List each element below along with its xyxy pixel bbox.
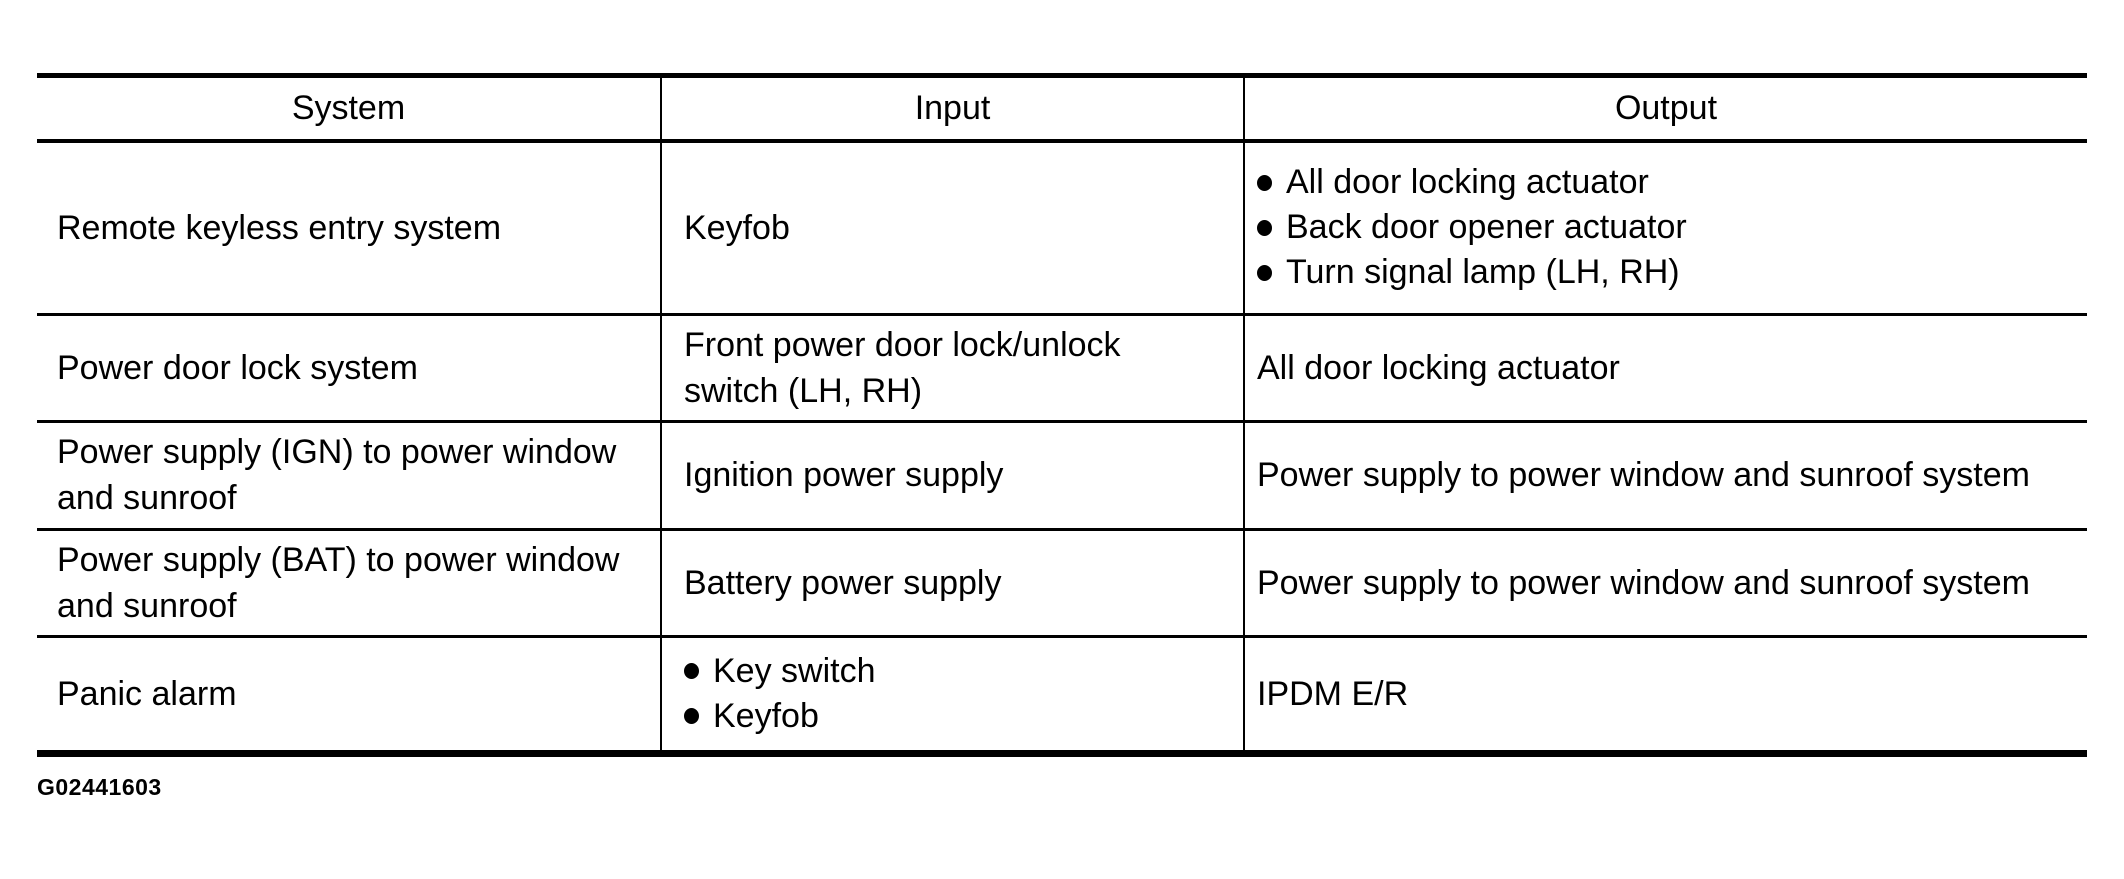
bullet-icon [684, 708, 699, 724]
bullet-text: Keyfob [713, 696, 819, 735]
cell-text: and sunroof [57, 586, 237, 625]
cell-output: IPDM E/R [1244, 636, 2087, 755]
cell-text: Ignition power supply [684, 456, 1004, 494]
header-row: System Input Output [37, 75, 2087, 143]
cell-text: Power door lock system [57, 348, 418, 387]
bullet-text: Turn signal lamp (LH, RH) [1286, 253, 1680, 292]
cell-output: Power supply to power window and sunroof… [1244, 529, 2087, 638]
bullet-item: Back door opener actuator [1257, 210, 2073, 245]
cell-input: Keyfob [661, 141, 1245, 316]
cell-output: All door locking actuator [1244, 314, 2087, 423]
cell-text: Power supply (BAT) to power window [57, 540, 620, 579]
cell-text: Keyfob [684, 208, 790, 247]
cell-text: switch (LH, RH) [684, 371, 923, 410]
bullet-item: All door locking actuator [1257, 165, 2073, 200]
bullet-text: All door locking actuator [1286, 163, 1649, 202]
cell-system: Panic alarm [37, 636, 662, 755]
table-row: Power supply (IGN) to power window and su… [37, 421, 2087, 531]
cell-system: Power supply (IGN) to power window and su… [37, 421, 662, 531]
cell-text: Remote keyless entry system [57, 208, 502, 247]
cell-text: IPDM E/R [1257, 674, 1409, 713]
cell-input: Battery power supply [661, 529, 1245, 638]
column-header-output: Output [1244, 75, 2087, 143]
bullet-icon [1257, 264, 1272, 281]
bullet-text: Back door opener actuator [1286, 208, 1687, 247]
bullet-text: Key switch [713, 651, 876, 690]
table-row: Remote keyless entry system Keyfob All doo… [37, 141, 2087, 316]
bullet-item: Key switch [684, 651, 1229, 690]
cell-text: Front power door lock/unlock [684, 325, 1121, 364]
cell-system: Power supply (BAT) to power window and su… [37, 529, 662, 638]
cell-text: Power supply to power window and sunroof… [1257, 563, 2030, 602]
cell-output: Power supply to power window and sunroof… [1244, 421, 2087, 531]
cell-text: Battery power supply [684, 563, 1002, 602]
bullet-icon [1257, 219, 1272, 236]
cell-system: Power door lock system [37, 314, 662, 423]
column-header-input: Input [661, 75, 1245, 143]
cell-text: and sunroof [57, 479, 237, 517]
bullet-icon [1257, 174, 1272, 191]
figure-id: G02441603 [37, 774, 162, 800]
cell-input: Front power door lock/unlock switch (LH, … [661, 314, 1245, 423]
cell-system: Remote keyless entry system [37, 141, 662, 316]
table-row: Power door lock system Front power door l… [37, 314, 2087, 423]
table-row: Power supply (BAT) to power window and su… [37, 529, 2087, 638]
cell-text: Panic alarm [57, 674, 237, 713]
cell-text: Power supply to power window and sunroof… [1257, 456, 2030, 494]
bullet-item: Turn signal lamp (LH, RH) [1257, 255, 2073, 290]
cell-text: All door locking actuator [1257, 348, 1620, 387]
cell-text: Power supply (IGN) to power window [57, 433, 617, 471]
column-header-system: System [37, 75, 662, 143]
bullet-icon [684, 663, 699, 679]
bullet-item: Keyfob [684, 696, 1229, 735]
cell-input: Ignition power supply [661, 421, 1245, 531]
system-input-output-table: System Input Output Remote keyless entry… [37, 73, 2087, 757]
